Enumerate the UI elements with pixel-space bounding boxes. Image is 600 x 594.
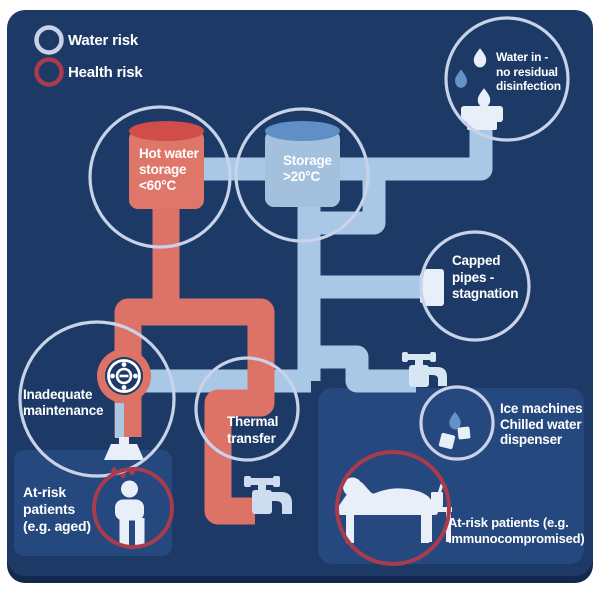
aged-risk-circle — [92, 467, 174, 549]
immuno-risk-circle — [335, 450, 451, 566]
cold-tank-label: Storage >20°C — [283, 153, 332, 184]
hot-tap-icon — [244, 476, 292, 514]
water-drops-icon — [455, 48, 491, 108]
person-icon — [115, 480, 145, 546]
legend-water-risk-icon — [34, 25, 64, 55]
hot-tank-label: Hot water storage <60°C — [139, 146, 199, 193]
immuno-patients-panel — [318, 388, 584, 564]
thermal-transfer-label: Thermal transfer — [227, 414, 279, 446]
capped-pipes-risk-circle — [419, 230, 531, 342]
maintenance-risk-circle — [18, 320, 176, 478]
ice-risk-circle — [419, 385, 495, 461]
cold-storage-tank — [265, 121, 340, 207]
valve-icon — [97, 349, 151, 403]
cold-tap-icon — [402, 352, 447, 387]
water-inlet-icon — [461, 106, 503, 130]
cold-tank-risk-circle — [234, 107, 370, 243]
hot-pipe-network — [114, 205, 275, 525]
hot-tank-risk-circle — [88, 105, 232, 249]
mixed-pipe-stripe — [115, 403, 124, 438]
water-risk-circles — [18, 16, 570, 478]
legend-health-risk-label: Health risk — [68, 64, 143, 81]
health-risk-circles — [92, 450, 451, 566]
water-in-label: Water in - no residual disinfection — [496, 50, 561, 93]
bed-patient-icon — [338, 477, 452, 543]
water-in-risk-circle — [444, 16, 570, 142]
hot-water-tank — [129, 121, 204, 209]
ice-water-icon — [438, 411, 471, 450]
ice-machines-label: Ice machines Chilled water dispenser — [500, 401, 583, 447]
aged-patients-label: At-risk patients (e.g. aged) — [23, 484, 91, 534]
legend-water-risk-label: Water risk — [68, 32, 138, 49]
maintenance-label: Inadequate maintenance — [23, 387, 104, 418]
thermal-risk-circle — [194, 356, 300, 462]
capped-pipes-label: Capped pipes - stagnation — [452, 253, 519, 301]
legend-health-risk-icon — [34, 57, 64, 87]
immuno-patients-label: At-risk patients (e.g. immunocompromised… — [448, 515, 585, 546]
